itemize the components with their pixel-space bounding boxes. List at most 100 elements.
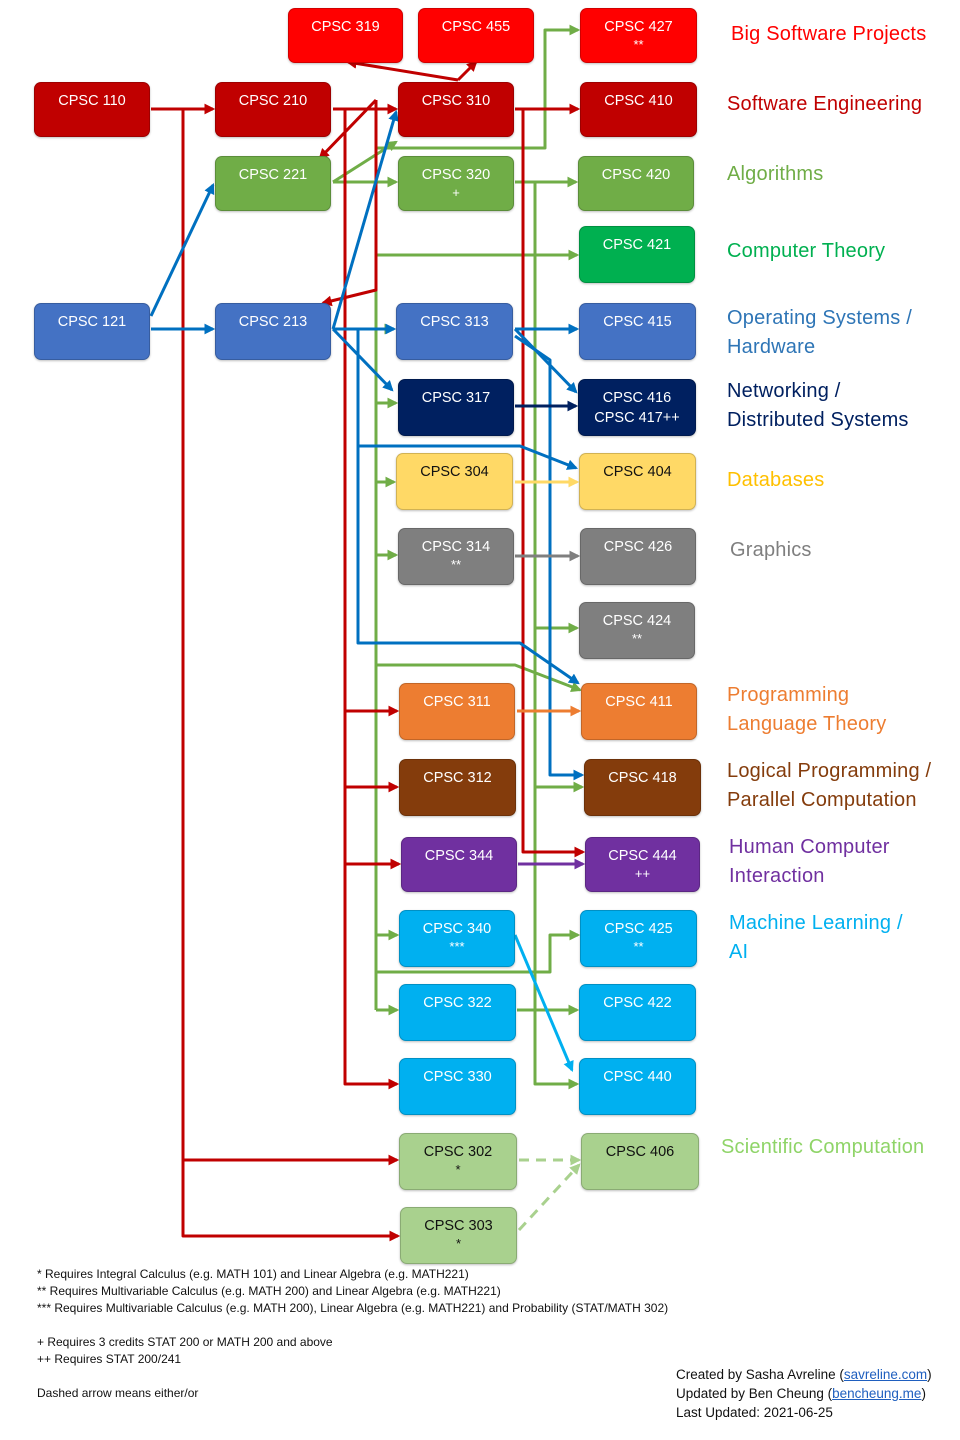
course-node-410: CPSC 410 — [580, 82, 697, 137]
arrow-313-418 — [514, 334, 585, 781]
course-code: CPSC 427 — [604, 19, 673, 35]
area-label-line: Logical Programming / — [727, 760, 932, 782]
dashed-arrow-303-406 — [517, 1163, 581, 1232]
course-node-302: CPSC 302 * — [399, 1133, 517, 1190]
requirement-mark: ** — [631, 631, 643, 646]
course-node-421: CPSC 421 — [579, 226, 695, 283]
course-code: CPSC 426 — [603, 539, 673, 555]
course-node-330: CPSC 330 — [399, 1058, 516, 1115]
course-code: CPSC 422 — [603, 995, 672, 1011]
area-label-line: Networking / — [727, 380, 841, 402]
area-label-big-software: Big Software Projects — [731, 20, 926, 49]
requirement-mark: * — [455, 1162, 461, 1177]
arrow-213-310 — [331, 109, 399, 330]
course-code: CPSC 424 — [602, 613, 672, 629]
course-code: CPSC 317 — [421, 390, 491, 406]
area-label-line: Operating Systems / — [727, 307, 912, 329]
requirement-mark: + — [452, 185, 460, 200]
course-node-340: CPSC 340*** — [399, 910, 515, 967]
footnote: Dashed arrow means either/or — [37, 1386, 199, 1400]
area-label-software-eng: Software Engineering — [727, 90, 922, 119]
area-label-line: Language Theory — [727, 713, 887, 735]
created-by-close: ) — [927, 1367, 932, 1382]
arrow-to-411 — [376, 663, 583, 692]
area-label-line: AI — [729, 941, 749, 963]
area-label-line: Computer Theory — [727, 240, 886, 262]
last-updated: Last Updated: 2021-06-25 — [676, 1405, 833, 1420]
area-label-line: Interaction — [729, 865, 825, 887]
course-code: CPSC 312 — [423, 770, 492, 786]
course-code: CPSC 320 — [421, 167, 491, 183]
course-code: CPSC 322 — [423, 995, 492, 1011]
course-code: CPSC 410 — [604, 93, 673, 109]
arrow-110-303 — [181, 109, 401, 1242]
footnote: ++ Requires STAT 200/241 — [37, 1352, 182, 1366]
course-code: CPSC 444 — [608, 848, 677, 864]
course-node-317: CPSC 317 — [398, 379, 514, 436]
footnote: + Requires 3 credits STAT 200 or MATH 20… — [37, 1335, 333, 1349]
area-label-algorithms: Algorithms — [727, 160, 823, 189]
arrow-to-427 — [376, 24, 581, 150]
area-label-line: Algorithms — [727, 163, 824, 185]
area-label-logical-parallel: Logical Programming / Parallel Computatio… — [727, 757, 931, 815]
course-code: CPSC 110 — [58, 93, 126, 109]
course-code: CPSC 425 — [604, 921, 673, 937]
course-node-303: CPSC 303* — [400, 1207, 517, 1264]
course-code: CPSC 344 — [424, 848, 494, 864]
footnote: ** Requires Multivariable Calculus (e.g.… — [37, 1284, 501, 1298]
footnote-spacer — [37, 1368, 668, 1385]
course-code: CPSC 302 — [423, 1144, 493, 1160]
course-code: CPSC 221 — [238, 167, 308, 183]
created-by-text: Created by Sasha Avreline ( — [676, 1367, 844, 1382]
course-node-406: CPSC 406 — [581, 1133, 699, 1190]
arrow-to-221 — [318, 98, 378, 160]
course-node-420: CPSC 420 — [578, 156, 694, 211]
course-node-425: CPSC 425 ** — [580, 910, 697, 967]
course-code: CPSC 406 — [605, 1144, 675, 1160]
arrow-210-330 — [343, 109, 400, 1090]
course-node-422: CPSC 422 — [579, 984, 696, 1041]
course-node-424: CPSC 424 ** — [579, 602, 695, 659]
course-code: CPSC 330 — [423, 1069, 492, 1085]
course-node-320: CPSC 320 + — [398, 156, 514, 211]
course-code: CPSC 213 — [238, 314, 308, 330]
area-label-line: Machine Learning / — [729, 912, 903, 934]
footnotes: * Requires Integral Calculus (e.g. MATH … — [37, 1266, 668, 1402]
area-label-os-hardware: Operating Systems /Hardware — [727, 304, 912, 362]
arrow-to-425 — [376, 929, 581, 974]
area-label-databases: Databases — [727, 466, 824, 495]
course-node-313: CPSC 313 — [396, 303, 513, 360]
area-label-line: Parallel Computation — [727, 789, 917, 811]
requirement-mark: ++ — [634, 866, 651, 881]
course-code: CPSC 420 — [601, 167, 671, 183]
course-code: CPSC 440 — [603, 1069, 672, 1085]
footnote: *** Requires Multivariable Calculus (e.g… — [37, 1301, 669, 1315]
course-code-secondary: CPSC 417++ — [594, 410, 680, 426]
updated-by: Updated by Ben Cheung (bencheung.me) — [676, 1384, 932, 1403]
course-node-310: CPSC 310 — [398, 82, 514, 137]
course-code: CPSC 313 — [420, 314, 489, 330]
course-node-311: CPSC 311 — [399, 683, 515, 740]
requirement-mark: ** — [633, 37, 644, 52]
course-node-110: CPSC 110 — [34, 82, 150, 137]
course-code: CPSC 421 — [602, 237, 672, 253]
area-label-networking: Networking /Distributed Systems — [727, 377, 909, 435]
course-node-444: CPSC 444 ++ — [585, 837, 700, 892]
area-label-line: Human Computer — [729, 836, 890, 858]
arrow-313-416 — [513, 327, 578, 394]
area-label-line: Software Engineering — [727, 93, 923, 115]
updated-by-text: Updated by Ben Cheung ( — [676, 1386, 833, 1401]
arrow-213-404 — [356, 329, 579, 470]
requirement-mark: ** — [633, 939, 644, 954]
course-node-314: CPSC 314** — [398, 528, 514, 585]
area-label-ml-ai: Machine Learning / AI — [729, 909, 903, 967]
savreline-link[interactable]: savreline.com — [843, 1367, 928, 1382]
area-label-line: Programming — [727, 684, 850, 706]
area-label-graphics: Graphics — [730, 536, 812, 565]
course-node-312: CPSC 312 — [399, 759, 516, 816]
footnote: * Requires Integral Calculus (e.g. MATH … — [37, 1267, 469, 1281]
course-code: CPSC 411 — [605, 694, 673, 710]
bencheung-link[interactable]: bencheung.me — [832, 1386, 922, 1401]
